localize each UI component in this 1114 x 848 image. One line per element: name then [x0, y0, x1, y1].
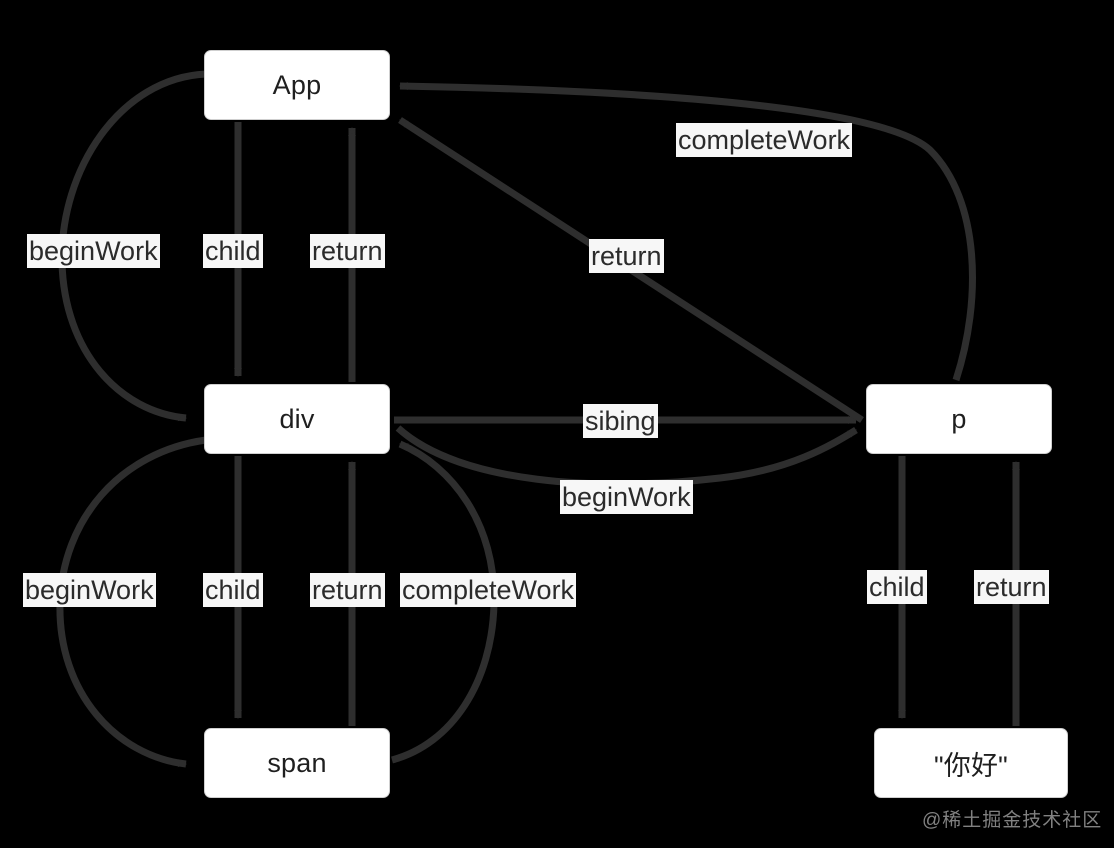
edge-label-return-text-p: return [974, 570, 1049, 604]
edge-label-return-span-div: return [310, 573, 385, 607]
edge-label-child-app-div: child [203, 234, 263, 268]
node-span[interactable]: span [204, 728, 390, 798]
edge-label-child-div-span: child [203, 573, 263, 607]
node-app[interactable]: App [204, 50, 390, 120]
node-app-label: App [272, 69, 322, 100]
node-text[interactable]: "你好" [874, 728, 1068, 798]
edge-label-sibing-div-p: sibing [583, 404, 658, 438]
edge-label-completework-span-div: completeWork [400, 573, 577, 607]
edge-label-beginwork-app-div: beginWork [27, 234, 160, 268]
node-div[interactable]: div [204, 384, 390, 454]
watermark: @稀土掘金技术社区 [922, 810, 1103, 831]
edge-label-beginwork-div-p: beginWork [560, 480, 693, 514]
edge-label-return-div-app: return [310, 234, 385, 268]
node-p-label: p [951, 403, 967, 434]
node-span-label: span [267, 747, 327, 778]
edge-label-completework-p-app: completeWork [676, 123, 853, 157]
edge-label-child-p-text: child [867, 570, 927, 604]
node-div-label: div [279, 403, 315, 434]
node-p[interactable]: p [866, 384, 1052, 454]
node-text-label: "你好" [934, 750, 1008, 781]
edge-label-return-p-app: return [589, 239, 664, 273]
edge-p-app-completework [399, 82, 976, 382]
edge-label-beginwork-div-span: beginWork [23, 573, 156, 607]
